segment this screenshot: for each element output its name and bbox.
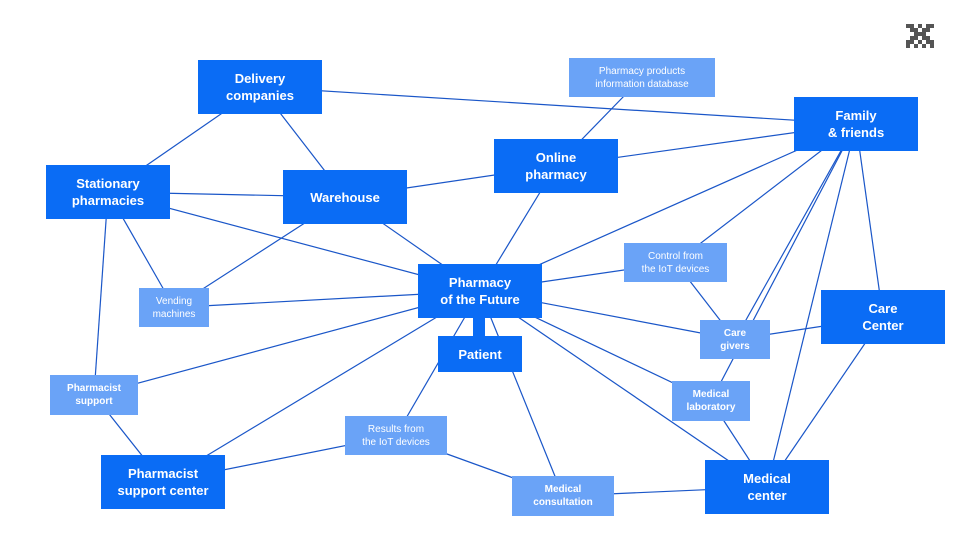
node-delivery-companies: Delivery companies: [198, 60, 322, 114]
brand-logo-icon: [906, 24, 934, 48]
node-pharmacy-products-database: Pharmacy products information database: [569, 58, 715, 97]
node-medical-center: Medical center: [705, 460, 829, 514]
node-vending-machines: Vending machines: [139, 288, 209, 327]
node-family-friends: Family & friends: [794, 97, 918, 151]
pharmacy-patient-connector: [473, 318, 485, 336]
edge-pharmacy-pharmacist_support: [93, 290, 481, 396]
node-results-from-iot-devices: Results from the IoT devices: [345, 416, 447, 455]
edge-pharmacy-medical_center: [479, 290, 768, 488]
node-online-pharmacy: Online pharmacy: [494, 139, 618, 193]
edge-family-pharmacy: [479, 123, 857, 292]
node-stationary-pharmacies: Stationary pharmacies: [46, 165, 170, 219]
edge-family-medical_lab: [710, 123, 857, 402]
node-care-givers: Care givers: [700, 320, 770, 359]
edge-pharmacy-medical_consultation: [479, 290, 564, 497]
edge-family-care_givers: [734, 123, 857, 340]
edge-care_center-medical_center: [766, 316, 884, 488]
edge-family-medical_center: [766, 123, 857, 488]
node-pharmacy-of-the-future: Pharmacy of the Future: [418, 264, 542, 318]
edge-family-care_center: [855, 123, 884, 318]
node-warehouse: Warehouse: [283, 170, 407, 224]
node-patient: Patient: [438, 336, 522, 372]
node-medical-laboratory: Medical laboratory: [672, 381, 750, 421]
edge-pharmacy-pharmacist_center: [162, 290, 481, 483]
node-pharmacist-support-center: Pharmacist support center: [101, 455, 225, 509]
node-pharmacist-support: Pharmacist support: [50, 375, 138, 415]
edge-stationary-pharmacist_support: [93, 191, 109, 396]
node-medical-consultation: Medical consultation: [512, 476, 614, 516]
node-care-center: Care Center: [821, 290, 945, 344]
node-control-from-iot-devices: Control from the IoT devices: [624, 243, 727, 282]
edge-delivery-family: [259, 86, 857, 125]
